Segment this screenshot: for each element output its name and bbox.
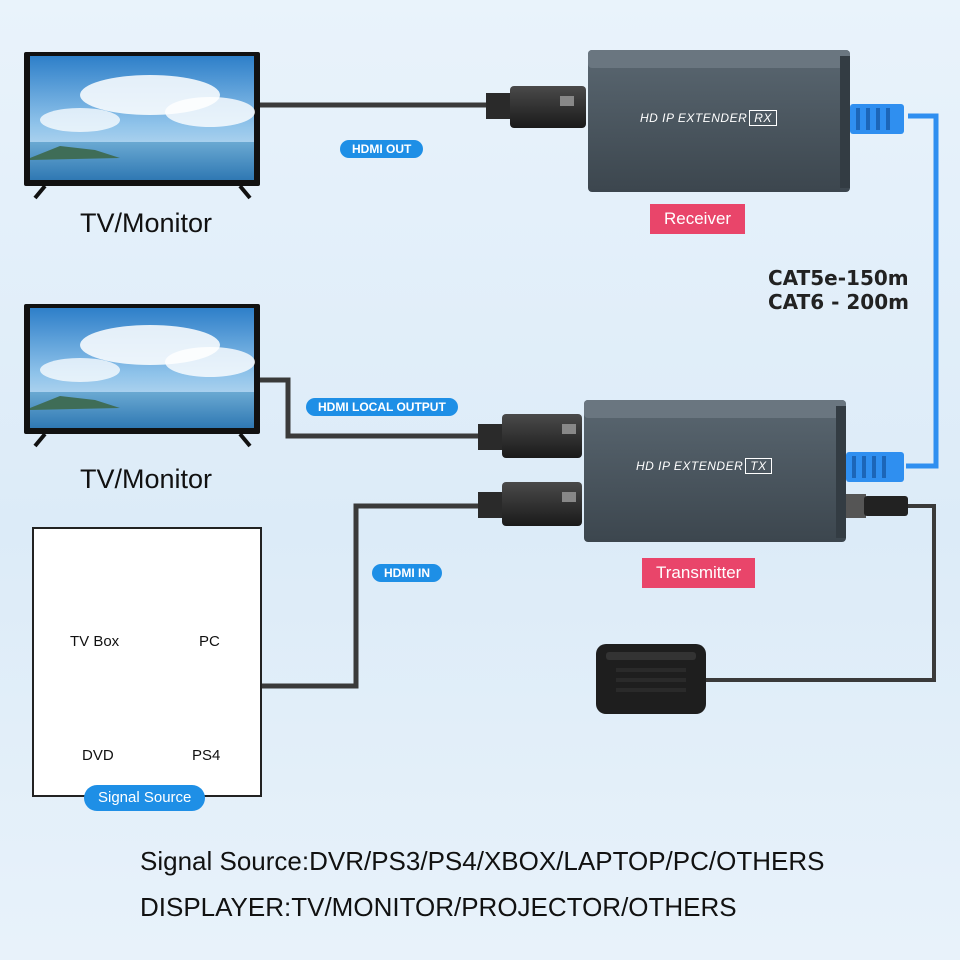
signal-source-item-ps4: PS4 xyxy=(192,747,221,764)
tv-monitor-top xyxy=(24,52,260,200)
signal-source-item-dvd: DVD xyxy=(82,747,114,764)
signal-source-item-pc: PC xyxy=(199,633,220,650)
cable-spec: CAT5e-150m CAT6 - 200m xyxy=(768,266,909,314)
cable-spec-cat6: CAT6 - 200m xyxy=(768,290,909,314)
ethernet-cable xyxy=(906,113,939,469)
tv-monitor-bottom-caption: TV/Monitor xyxy=(80,464,213,494)
hdmi-in-label: HDMI IN xyxy=(372,564,442,582)
hdmi-plug-transmitter-input xyxy=(478,482,582,526)
hdmi-plug-transmitter-output xyxy=(478,414,582,458)
signal-source-panel: TV Box PC DVD PS4 xyxy=(32,527,262,797)
transmitter-device xyxy=(584,400,846,542)
receiver-mode-badge: RX xyxy=(749,110,777,126)
hdmi-plug-receiver xyxy=(486,86,586,128)
receiver-device xyxy=(588,50,850,192)
power-cable xyxy=(706,504,936,682)
cable-spec-cat5e: CAT5e-150m xyxy=(768,266,909,290)
signal-source-item-tv-box: TV Box xyxy=(70,633,120,650)
receiver-model-text: HD IP EXTENDER xyxy=(640,111,748,125)
transmitter-mode-badge: TX xyxy=(745,458,772,474)
rj45-plug-transmitter xyxy=(846,452,904,482)
signal-source-title: Signal Source xyxy=(84,785,206,811)
dc-power-plug xyxy=(846,494,908,518)
receiver-tag: Receiver xyxy=(650,204,746,234)
transmitter-model-text: HD IP EXTENDER xyxy=(636,459,744,473)
hdmi-local-output-cable xyxy=(260,377,480,439)
power-adapter xyxy=(596,644,706,714)
hdmi-local-output-label: HDMI LOCAL OUTPUT xyxy=(306,398,458,416)
transmitter-tag: Transmitter xyxy=(642,558,756,588)
rj45-plug-receiver xyxy=(850,104,904,134)
tv-monitor-bottom xyxy=(24,304,260,448)
footer-displayer-line: DISPLAYER:TV/MONITOR/PROJECTOR/OTHERS xyxy=(140,892,737,922)
footer-signal-source-line: Signal Source:DVR/PS3/PS4/XBOX/LAPTOP/PC… xyxy=(140,846,825,876)
hdmi-in-cable xyxy=(262,503,480,689)
tv-monitor-top-caption: TV/Monitor xyxy=(80,208,213,238)
hdmi-out-label: HDMI OUT xyxy=(340,140,424,158)
